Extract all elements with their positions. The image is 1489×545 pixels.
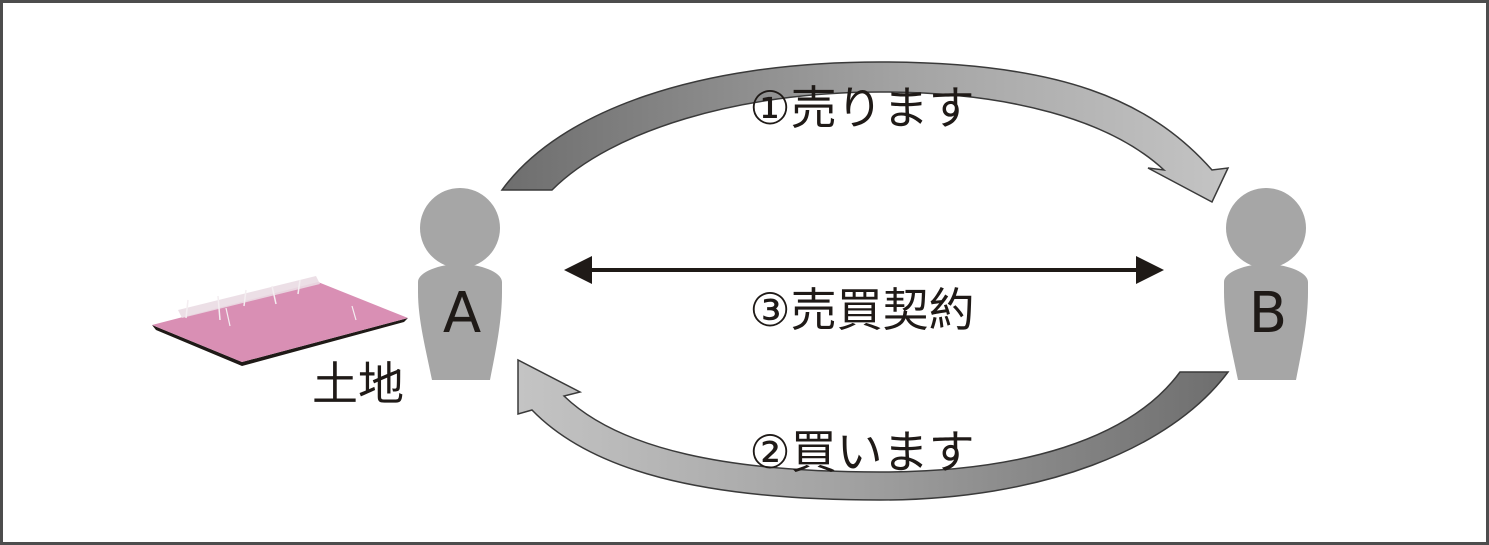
person-b-figure: B (1224, 188, 1308, 380)
step-sell-label: ①売ります (749, 81, 974, 135)
land-plot-icon (152, 276, 408, 366)
person-icon (1224, 188, 1308, 380)
person-a-figure: A (418, 188, 502, 380)
land-label: 土地 (312, 357, 404, 411)
step-buy-label: ②買います (749, 425, 974, 479)
person-a-label: A (443, 281, 481, 346)
person-b-label: B (1249, 281, 1287, 346)
person-icon (418, 188, 502, 380)
sale-contract-diagram: A B ①売ります ③売買契約 ②買います 土地 (152, 61, 1308, 501)
arrow-buy-curve (517, 358, 1230, 501)
step-contract-label: ③売買契約 (749, 283, 974, 337)
arrow-sell-curve (500, 61, 1230, 204)
